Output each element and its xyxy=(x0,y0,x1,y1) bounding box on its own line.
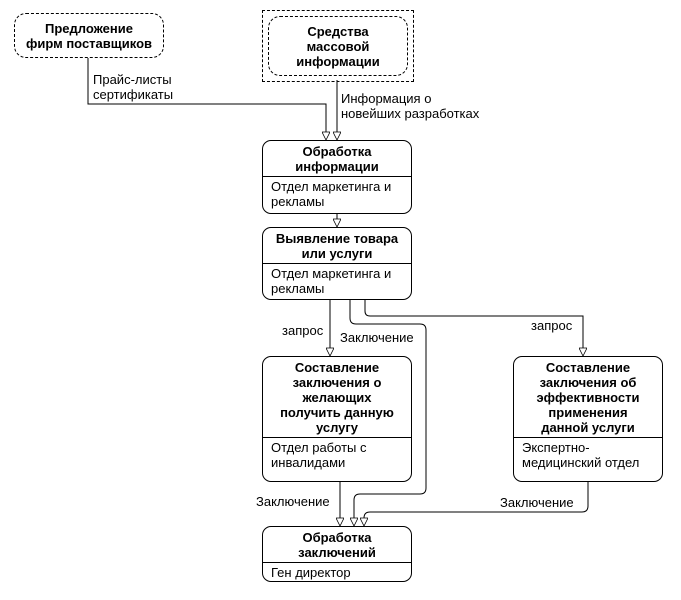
divider xyxy=(263,437,411,438)
conclusion-efficiency-block: Составление заключения об эффективности … xyxy=(513,356,663,482)
arrow-prices xyxy=(87,58,326,140)
label-request-right: запрос xyxy=(531,318,573,333)
conclusion-wishing-block: Составление заключения о желающих получи… xyxy=(262,356,412,482)
block-department: Экспертно- медицинский отдел xyxy=(522,440,640,470)
block-department: Отдел работы с инвалидами xyxy=(271,440,367,470)
identify-block: Выявление товара или услуги Отдел маркет… xyxy=(262,227,412,300)
block-department: Ген директор xyxy=(271,565,351,580)
label-conclusion-bottom-right: Заключение xyxy=(500,495,574,510)
label-conclusion-bottom-left: Заключение xyxy=(256,494,330,509)
block-title: Составление заключения о желающих получи… xyxy=(280,360,394,435)
suppliers-external: Предложение фирм поставщиков xyxy=(14,13,164,58)
block-title: Составление заключения об эффективности … xyxy=(536,360,640,435)
arrow-conclusion-loop xyxy=(349,300,427,526)
media-external: Средства массовой информации xyxy=(268,16,408,76)
label-price-lists: Прайс-листы сертификаты xyxy=(93,72,174,102)
label-news-info: Информация о новейших разработках xyxy=(341,91,480,121)
label-conclusion-mid: Заключение xyxy=(340,330,414,345)
label-request-left: запрос xyxy=(282,323,324,338)
conclusions-processing-block: Обработка заключений Ген директор xyxy=(262,526,412,582)
arrow-request-right xyxy=(364,300,583,356)
block-department: Отдел маркетинга и рекламы xyxy=(271,266,392,296)
media-external-frame xyxy=(262,10,414,82)
divider xyxy=(263,263,411,264)
divider xyxy=(263,562,411,563)
divider xyxy=(263,176,411,177)
arrow-conclusion-right xyxy=(364,482,589,526)
block-title: Выявление товара или услуги xyxy=(275,231,399,261)
divider xyxy=(514,437,662,438)
processing-block: Обработка информации Отдел маркетинга и … xyxy=(262,140,412,214)
block-title: Обработка информации xyxy=(295,144,379,174)
block-title: Обработка заключений xyxy=(298,530,376,560)
block-department: Отдел маркетинга и рекламы xyxy=(271,179,392,209)
